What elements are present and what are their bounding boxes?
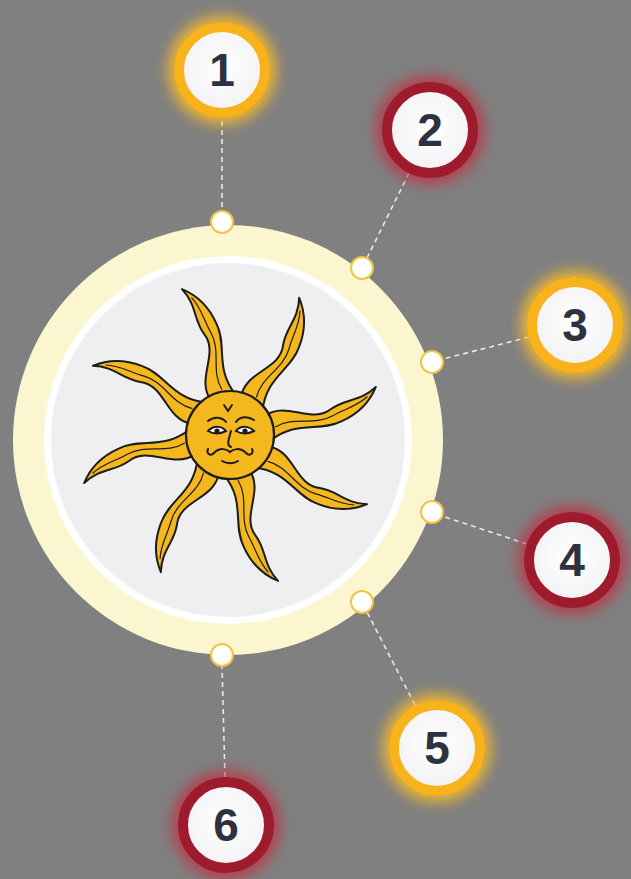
callout-number: 6	[213, 802, 239, 848]
callout-number: 1	[209, 47, 235, 93]
sun-symbol	[78, 283, 382, 587]
callout-number: 4	[559, 537, 585, 583]
callout-number: 5	[424, 725, 450, 771]
callout-number: 3	[562, 302, 588, 348]
outer-ring	[13, 225, 443, 655]
callout-circle: 6	[178, 777, 274, 873]
callout-circle: 5	[389, 700, 485, 796]
callout-circle: 1	[174, 22, 270, 118]
inner-disc	[51, 263, 405, 617]
inner-border	[44, 256, 412, 624]
callout-circle: 2	[382, 82, 478, 178]
callout-number: 2	[417, 107, 443, 153]
callout-circle: 4	[524, 512, 620, 608]
callout-circle: 3	[527, 277, 623, 373]
